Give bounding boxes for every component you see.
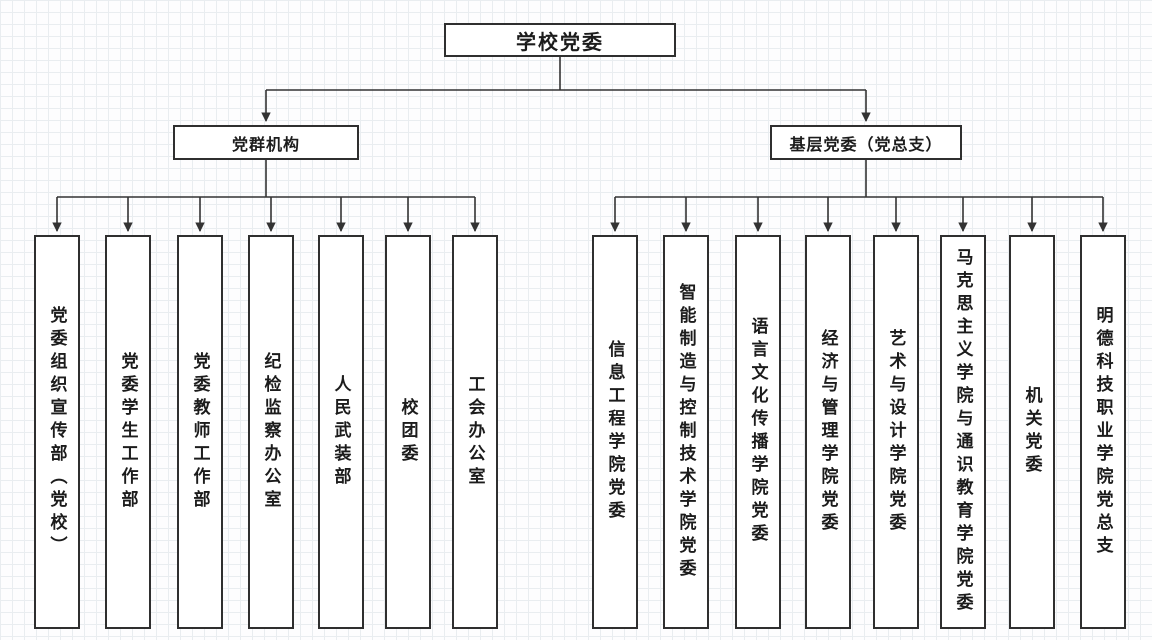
org-node-left-child-7-label: 工会办公室 [465,374,485,490]
org-node-right-child-6-label: 马克思主义学院与通识教育学院党委 [953,248,973,616]
org-node-root-label: 学校党委 [516,31,604,54]
org-node-right-child-2-label: 智能制造与控制技术学院党委 [676,282,696,582]
org-node-right-child-6: 马克思主义学院与通识教育学院党委 [940,235,986,629]
org-node-root: 学校党委 [444,23,676,57]
org-node-right-child-8-label: 明德科技职业学院党总支 [1093,305,1113,559]
org-node-right-child-7: 机关党委 [1009,235,1055,629]
org-node-right-child-3-label: 语言文化传播学院党委 [748,317,768,547]
org-node-left-child-4-label: 纪检监察办公室 [261,351,281,513]
org-node-branch-grassroots: 基层党委（党总支） [770,125,962,160]
org-node-branch-grassroots-label: 基层党委（党总支） [789,136,943,154]
org-node-right-child-7-label: 机关党委 [1022,386,1042,478]
org-node-left-child-2-label: 党委学生工作部 [118,351,138,513]
org-node-left-child-7: 工会办公室 [452,235,498,629]
org-node-branch-party-mass: 党群机构 [173,125,359,160]
org-node-left-child-3: 党委教师工作部 [177,235,223,629]
org-node-right-child-3: 语言文化传播学院党委 [735,235,781,629]
org-node-right-child-4: 经济与管理学院党委 [805,235,851,629]
org-node-right-child-5: 艺术与设计学院党委 [873,235,919,629]
org-node-left-child-2: 党委学生工作部 [105,235,151,629]
org-node-branch-party-mass-label: 党群机构 [231,136,300,154]
org-node-right-child-5-label: 艺术与设计学院党委 [886,328,906,536]
org-node-left-child-5-label: 人民武装部 [331,374,351,490]
org-node-left-child-4: 纪检监察办公室 [248,235,294,629]
org-node-left-child-1: 党委组织宣传部（党校） [34,235,80,629]
org-node-right-child-4-label: 经济与管理学院党委 [818,328,838,536]
org-node-left-child-1-label: 党委组织宣传部（党校） [47,305,67,559]
org-node-left-child-6-label: 校团委 [398,397,418,467]
org-node-left-child-3-label: 党委教师工作部 [190,351,210,513]
org-node-right-child-2: 智能制造与控制技术学院党委 [663,235,709,629]
org-node-right-child-1-label: 信息工程学院党委 [605,340,625,524]
org-node-left-child-5: 人民武装部 [318,235,364,629]
org-node-right-child-8: 明德科技职业学院党总支 [1080,235,1126,629]
org-node-left-child-6: 校团委 [385,235,431,629]
org-node-right-child-1: 信息工程学院党委 [592,235,638,629]
